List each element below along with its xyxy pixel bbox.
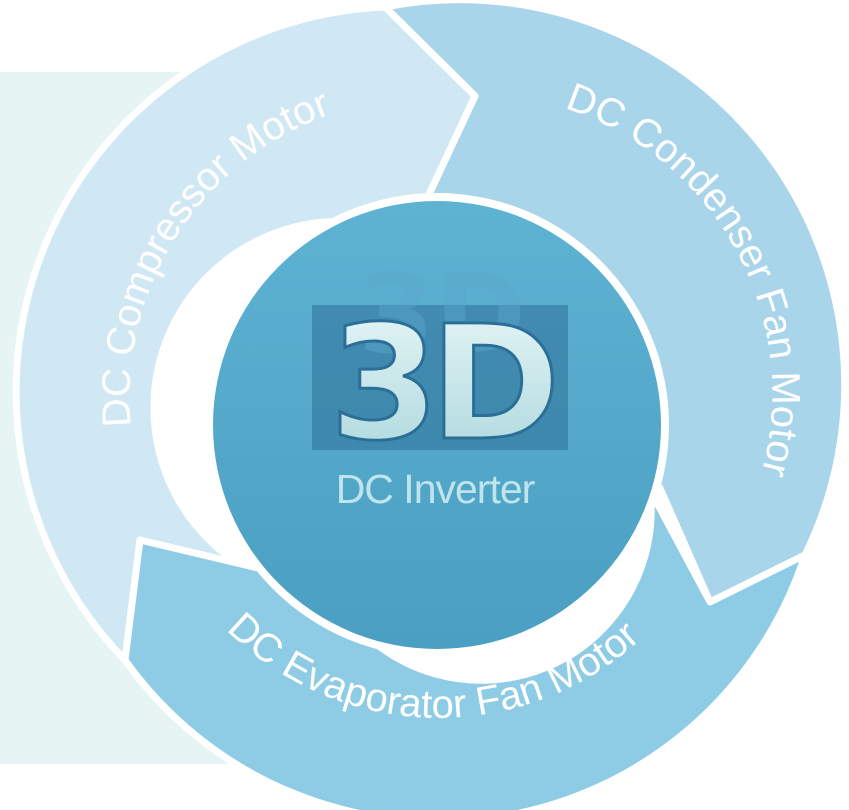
logo-3d-dc-inverter: 3D 3D DC Inverter (312, 250, 568, 512)
logo-backplate (312, 305, 568, 450)
logo-3d-shadow: 3D (358, 250, 526, 378)
segment-evaporator-fan-motor (121, 486, 809, 810)
logo-3d-text: 3D (329, 292, 552, 476)
logo-dc-inverter-text: DC Inverter (336, 466, 535, 512)
